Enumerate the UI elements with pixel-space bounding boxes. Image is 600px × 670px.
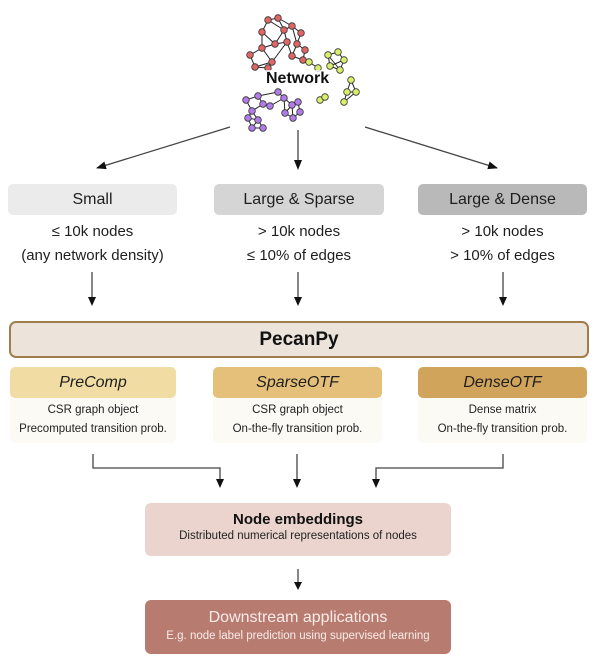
mode-denseotf-name: DenseOTF — [463, 373, 542, 391]
category-large-sparse-description: > 10k nodes ≤ 10% of edges — [214, 220, 384, 268]
network-node — [288, 101, 296, 109]
network-node — [288, 22, 296, 30]
category-large-sparse: Large & Sparse — [214, 184, 384, 215]
mode-precomp-line2: Precomputed transition prob. — [19, 423, 167, 435]
network-node — [274, 14, 282, 22]
network-node — [352, 88, 360, 96]
category-small-line1: ≤ 10k nodes — [51, 223, 134, 240]
network-node — [258, 44, 266, 52]
mode-precomp-name: PreComp — [59, 373, 127, 391]
network-node — [251, 63, 259, 71]
network-node — [294, 98, 302, 106]
mode-denseotf-body: Dense matrix On-the-fly transition prob. — [418, 398, 587, 443]
arrow-precomp-to-embeddings — [92, 454, 221, 479]
network-node — [340, 98, 348, 106]
arrow-network-to-dense — [364, 126, 498, 170]
mode-precomp-body: CSR graph object Precomputed transition … — [10, 398, 176, 443]
network-node — [264, 16, 272, 24]
network-node — [259, 100, 267, 108]
category-large-dense-line2: > 10% of edges — [450, 247, 555, 264]
arrowhead — [294, 582, 302, 590]
arrowhead — [293, 479, 301, 488]
mode-sparseotf-line1: CSR graph object — [252, 404, 343, 416]
network-node — [283, 38, 291, 46]
category-small-line2: (any network density) — [21, 247, 164, 264]
network-node — [297, 29, 305, 37]
arrowhead — [499, 297, 507, 306]
node-embeddings-subtitle: Distributed numerical representations of… — [179, 530, 417, 542]
node-embeddings-title: Node embeddings — [232, 511, 363, 528]
network-node — [254, 116, 262, 124]
category-large-dense-line1: > 10k nodes — [461, 223, 544, 240]
network-node — [305, 58, 313, 66]
network-node — [321, 93, 329, 101]
arrowhead — [294, 297, 302, 306]
arrowhead — [372, 479, 380, 488]
category-large-dense-title: Large & Dense — [449, 190, 556, 208]
downstream-subtitle: E.g. node label prediction using supervi… — [166, 630, 430, 642]
network-node — [268, 58, 276, 66]
network-node — [326, 62, 334, 70]
network-node — [324, 51, 332, 59]
arrow-network-to-small — [96, 126, 231, 170]
network-node — [274, 88, 282, 96]
mode-precomp-line1: CSR graph object — [47, 404, 139, 416]
network-node — [340, 56, 348, 64]
mode-precomp-header: PreComp — [10, 367, 176, 398]
mode-denseotf-line1: Dense matrix — [468, 404, 537, 416]
network-node — [254, 92, 262, 100]
pecanpy-bar: PecanPy — [9, 321, 589, 358]
network-node — [242, 96, 250, 104]
network-node — [244, 114, 252, 122]
category-large-dense: Large & Dense — [418, 184, 587, 215]
mode-denseotf-header: DenseOTF — [418, 367, 587, 398]
mode-sparseotf-name: SparseOTF — [256, 373, 339, 391]
network-node — [334, 48, 342, 56]
pecanpy-label: PecanPy — [259, 328, 339, 350]
network-node — [296, 108, 304, 116]
category-large-sparse-title: Large & Sparse — [243, 190, 355, 208]
mode-sparseotf-body: CSR graph object On-the-fly transition p… — [213, 398, 382, 443]
network-node — [246, 51, 254, 59]
category-large-sparse-line1: > 10k nodes — [257, 223, 341, 240]
node-embeddings-box: Node embeddings Distributed numerical re… — [145, 503, 451, 556]
arrowhead — [294, 160, 302, 170]
network-node — [288, 52, 296, 60]
network-graph-icon — [242, 14, 360, 132]
mode-sparseotf-line2: On-the-fly transition prob. — [232, 423, 363, 435]
network-node — [301, 46, 309, 54]
network-label: Network — [264, 70, 332, 88]
network-node — [293, 40, 301, 48]
network-node — [336, 66, 344, 74]
arrowhead — [216, 479, 224, 488]
category-large-sparse-line2: ≤ 10% of edges — [246, 247, 352, 264]
network-node — [258, 28, 266, 36]
mode-denseotf-line2: On-the-fly transition prob. — [437, 423, 568, 435]
network-edge — [271, 41, 288, 63]
network-node — [347, 76, 355, 84]
network-node — [289, 114, 297, 122]
category-large-dense-description: > 10k nodes > 10% of edges — [418, 220, 587, 268]
network-node — [271, 40, 279, 48]
mode-sparseotf-header: SparseOTF — [213, 367, 382, 398]
arrowhead — [88, 297, 96, 306]
network-node — [248, 107, 256, 115]
network-node — [280, 26, 288, 34]
downstream-title: Downstream applications — [208, 609, 388, 626]
arrow-denseotf-to-embeddings — [375, 454, 504, 479]
network-node — [343, 88, 351, 96]
network-node — [266, 102, 274, 110]
network-node — [280, 94, 288, 102]
network-node — [281, 109, 289, 117]
downstream-applications-box: Downstream applications E.g. node label … — [145, 600, 451, 654]
network-node — [248, 124, 256, 132]
category-small: Small — [8, 184, 177, 215]
network-node — [259, 124, 267, 132]
category-small-description: ≤ 10k nodes (any network density) — [8, 220, 177, 268]
category-small-title: Small — [72, 190, 113, 208]
